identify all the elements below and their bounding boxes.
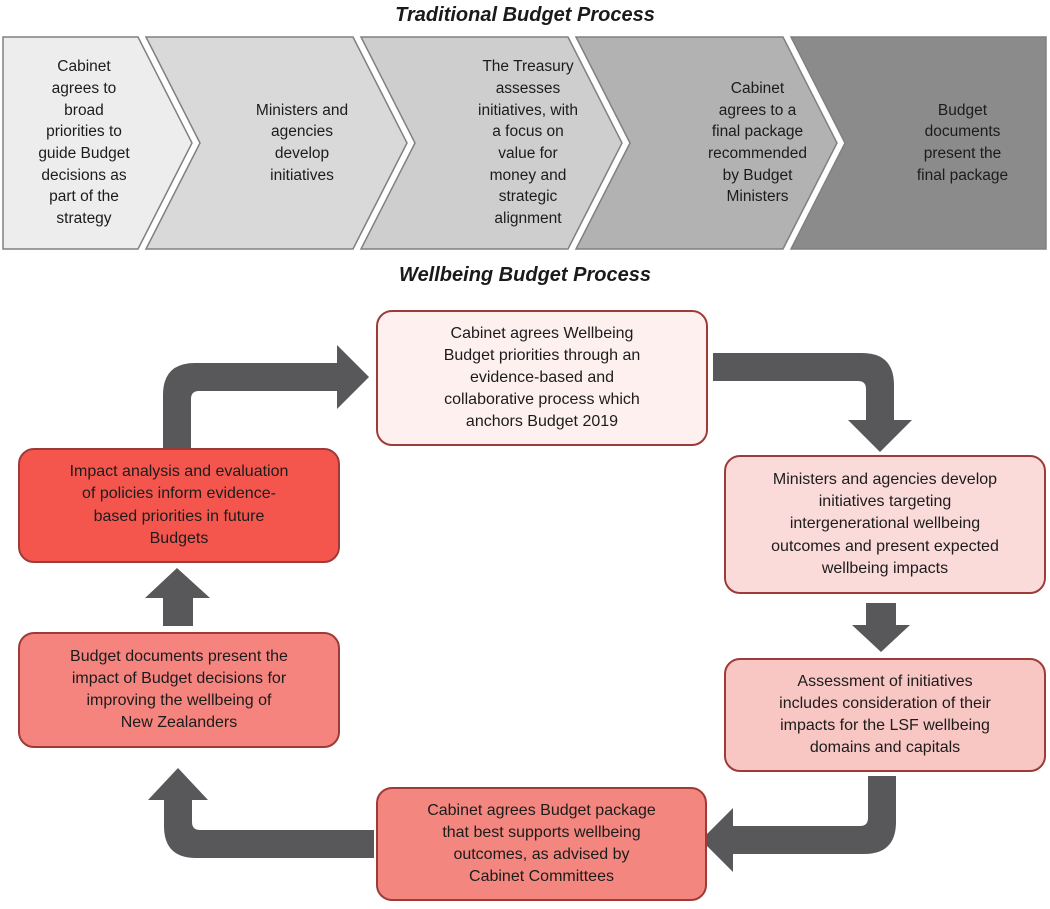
chevron-step-4 [574, 36, 838, 250]
chevron-step-2 [144, 36, 408, 250]
chevron-step-2-label: Ministers and agencies develop initiativ… [255, 101, 349, 184]
wellbeing-step-impact-analysis: Impact analysis and evaluation of polici… [18, 448, 340, 563]
chevron-step-3 [359, 36, 623, 250]
wellbeing-step-budget-package: Cabinet agrees Budget package that best … [376, 787, 707, 901]
chevron-step-1 [2, 36, 193, 250]
wellbeing-step-cabinet-priorities: Cabinet agrees Wellbeing Budget prioriti… [376, 310, 708, 446]
chevron-step-4-label: Cabinet agrees to a final package recomm… [707, 79, 808, 206]
chevron-step-1-label: Cabinet agrees to broad priorities to gu… [38, 58, 130, 228]
traditional-process-chevron-strip [2, 36, 1047, 250]
arrow-package-to-documents [148, 768, 374, 858]
wellbeing-step-assessment-initiatives: Assessment of initiatives includes consi… [724, 658, 1046, 772]
chevron-step-5-label: Budget documents present the final packa… [916, 101, 1009, 184]
arrow-priorities-to-ministers [713, 353, 912, 452]
arrow-ministers-to-assessment [852, 603, 910, 652]
arrow-impact-to-priorities [163, 345, 369, 450]
wellbeing-step-budget-documents: Budget documents present the impact of B… [18, 632, 340, 748]
arrow-assessment-to-package [701, 776, 896, 872]
wellbeing-process-title: Wellbeing Budget Process [399, 264, 651, 286]
arrow-documents-to-impact [145, 568, 210, 626]
chevron-step-5 [789, 36, 1047, 250]
traditional-process-title: Traditional Budget Process [395, 4, 655, 26]
wellbeing-step-ministers-initiatives: Ministers and agencies develop initiativ… [724, 455, 1046, 594]
chevron-step-3-label: The Treasury assesses initiatives, with … [478, 58, 578, 228]
